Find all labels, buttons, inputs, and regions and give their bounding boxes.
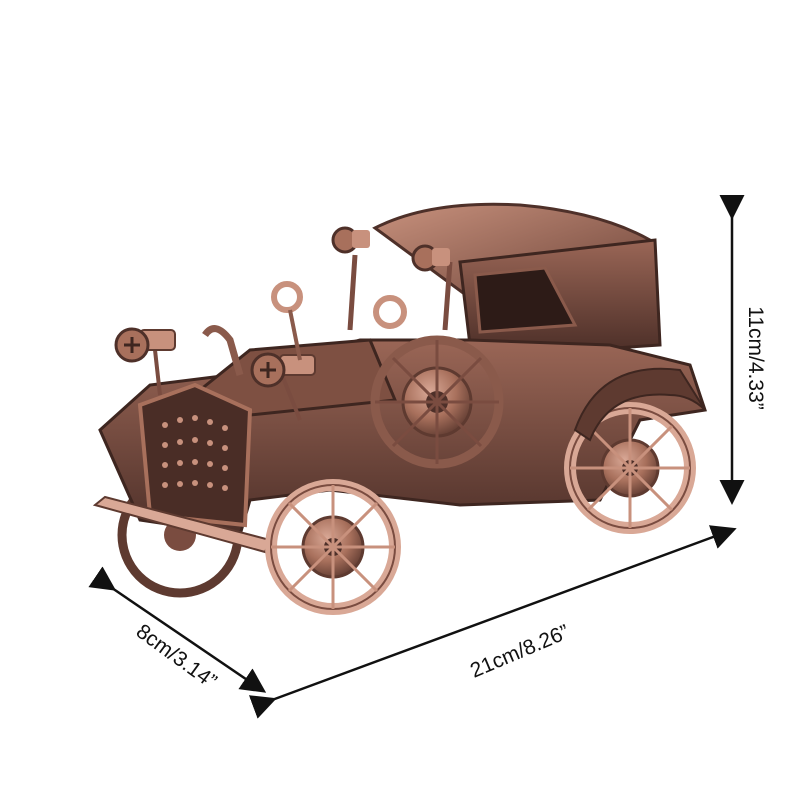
windshield-frame [347, 254, 453, 331]
car-window [473, 266, 578, 334]
spare-wheel [370, 335, 504, 469]
side-mirror [271, 281, 303, 361]
dimension-arrows [88, 195, 745, 719]
depth-arrow [88, 566, 267, 693]
radiator-grille [137, 382, 253, 528]
rear-fender [573, 367, 706, 442]
roof-lamp-right [411, 244, 450, 272]
horn [202, 325, 244, 376]
front-wheel [265, 479, 401, 615]
left-headlamp [114, 327, 176, 396]
roof-lamp-left [331, 226, 370, 254]
length-arrow [248, 525, 737, 719]
windshield-ring [373, 295, 407, 329]
height-dimension-label: 11cm/4.33” [744, 306, 767, 410]
right-headlamp [250, 352, 316, 421]
vintage-car-model [92, 202, 707, 615]
